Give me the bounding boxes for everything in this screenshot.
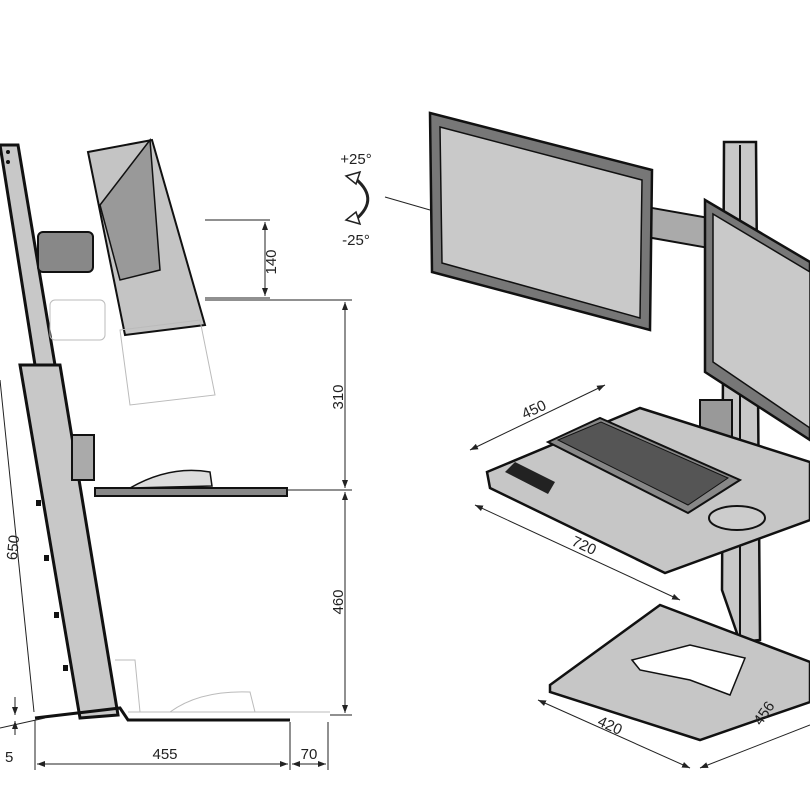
- monitor-side: [86, 137, 207, 337]
- base-plate: [34, 706, 290, 722]
- mouse: [708, 505, 766, 531]
- dim-monitor-adjust: 140: [263, 249, 280, 274]
- rotation-up-label: +25°: [340, 151, 371, 168]
- dim-base-lip: 70: [301, 746, 318, 763]
- dim-keyboard-height: 460: [330, 589, 347, 614]
- side-view: 140 310 460 650 5 455 70: [0, 137, 352, 770]
- base-cutout: [630, 644, 747, 696]
- monitor-mount: [37, 231, 94, 273]
- iso-view: +25° -25° 450 720 420 456: [340, 111, 810, 769]
- dim-base-tilt: 5: [5, 749, 13, 766]
- keyboard-tray: [94, 487, 288, 497]
- rotation-down-label: -25°: [342, 232, 370, 249]
- dim-tray-depth: 450: [519, 397, 549, 423]
- lower-column: [18, 363, 120, 720]
- logo-mark: [505, 462, 555, 494]
- dim-base-depth: 455: [152, 746, 177, 763]
- dim-monitor-height: 310: [330, 384, 347, 409]
- keyboard-tray-bracket: [71, 434, 95, 481]
- monitor-lowered-ghost: [49, 299, 216, 406]
- dim-base-depth: 420: [595, 713, 625, 739]
- dim-column-length: 650: [4, 534, 24, 561]
